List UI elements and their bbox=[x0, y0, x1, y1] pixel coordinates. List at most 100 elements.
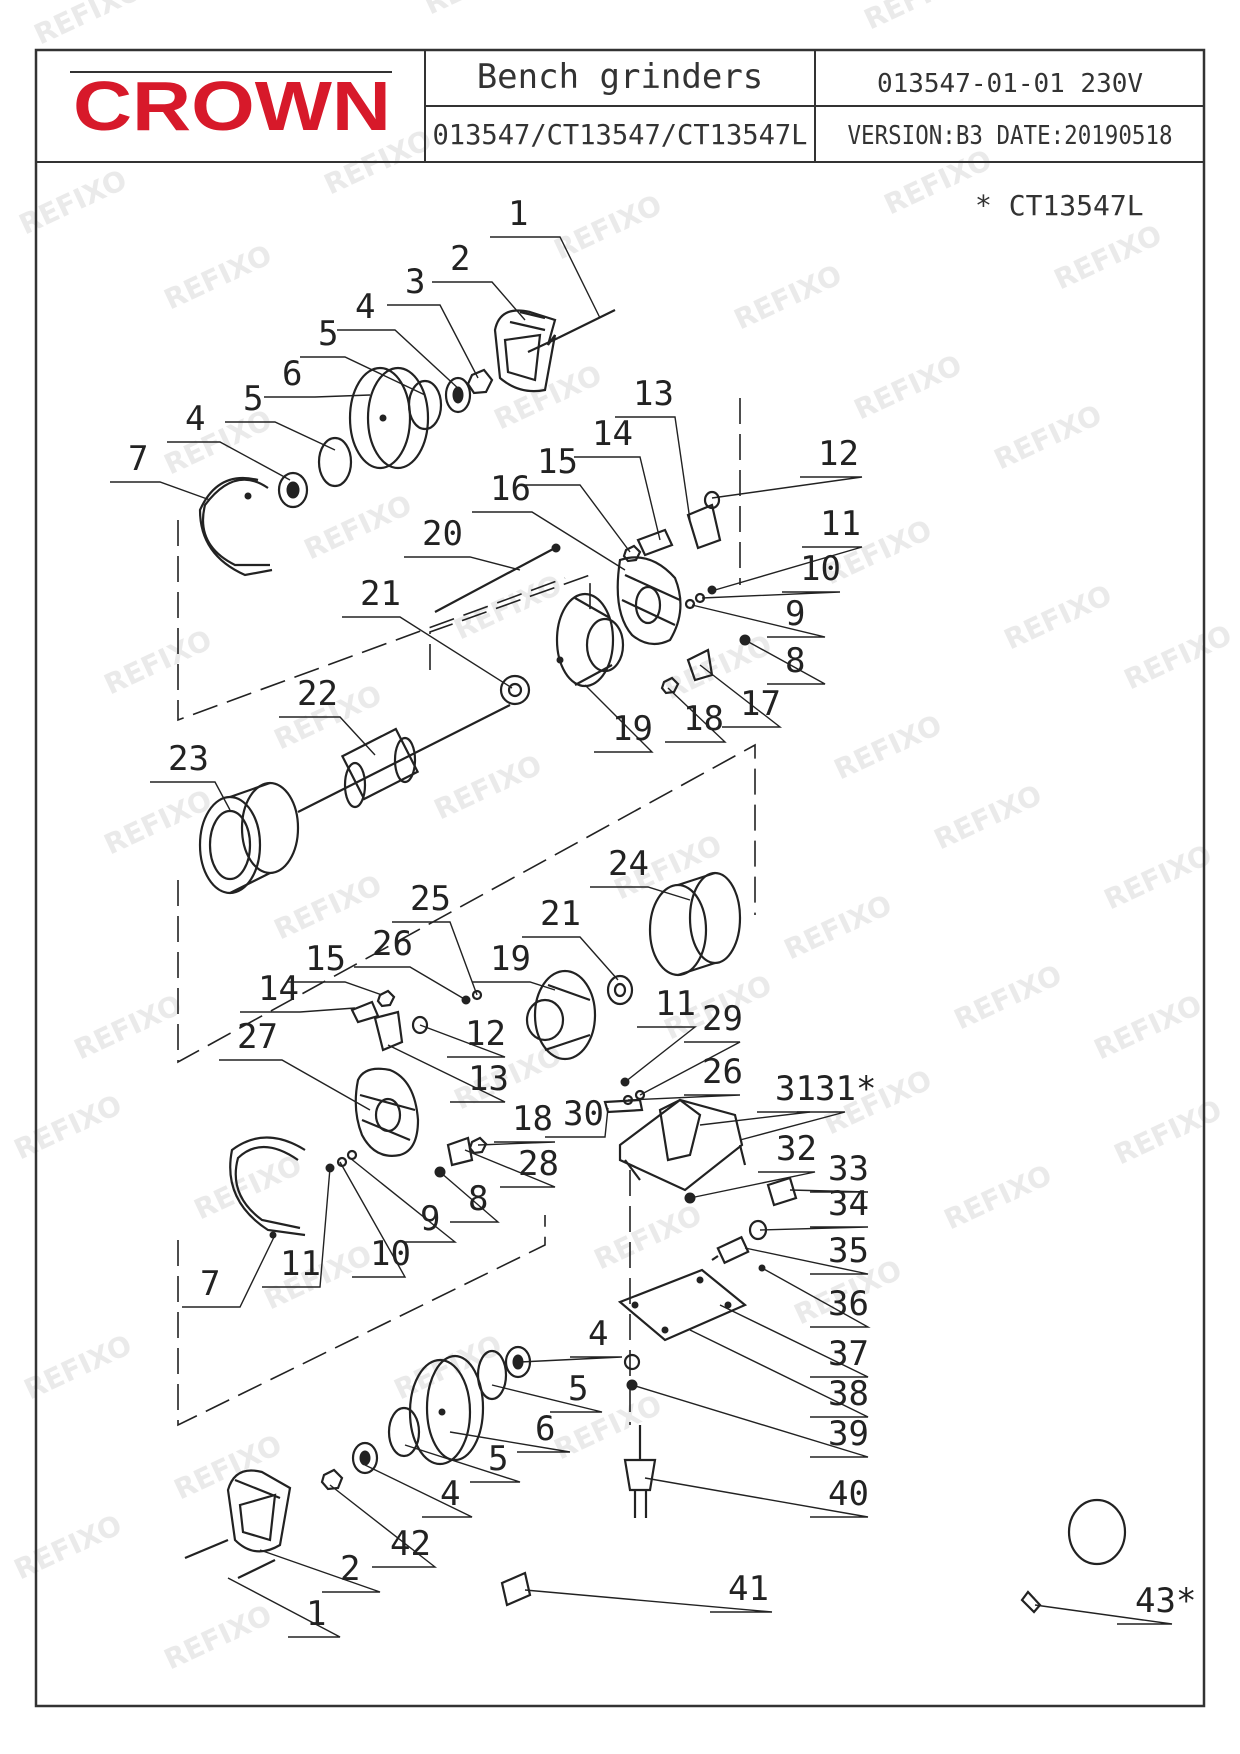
leader-line bbox=[404, 556, 521, 571]
part-nut bbox=[466, 368, 494, 395]
callout-41: 41 bbox=[728, 1569, 769, 1609]
watermark: REFIXO bbox=[1109, 1093, 1227, 1171]
part-bracket bbox=[636, 528, 674, 557]
part-grinding-wheel bbox=[348, 366, 430, 470]
leader-line bbox=[545, 1107, 609, 1138]
watermark: REFIXO bbox=[929, 778, 1047, 856]
part-screw bbox=[237, 1559, 276, 1579]
callout-17: 17 bbox=[740, 684, 781, 724]
watermark: REFIXO bbox=[9, 1508, 127, 1586]
part-end-cover bbox=[555, 592, 625, 688]
callout-29: 29 bbox=[702, 999, 743, 1039]
leader-line bbox=[522, 936, 619, 981]
leader-line bbox=[714, 546, 863, 591]
callout-1: 1 bbox=[508, 194, 528, 234]
leader-line bbox=[491, 1384, 603, 1413]
leader-line bbox=[167, 441, 291, 481]
callout-21: 21 bbox=[540, 894, 581, 934]
callout-34: 34 bbox=[828, 1184, 869, 1224]
callout-2: 2 bbox=[340, 1549, 360, 1589]
leader-line bbox=[225, 421, 336, 451]
part-knob bbox=[411, 1015, 429, 1035]
callout-4: 4 bbox=[588, 1314, 608, 1354]
leader-line bbox=[519, 484, 631, 553]
callout-43-star: 43* bbox=[1135, 1581, 1196, 1621]
watermark: REFIXO bbox=[939, 1158, 1057, 1236]
part-code: 013547-01-01 230V bbox=[877, 69, 1143, 99]
callout-10: 10 bbox=[370, 1234, 411, 1274]
part-washer bbox=[346, 1149, 358, 1161]
brand-logo: CROWN bbox=[73, 67, 391, 145]
watermark: REFIXO bbox=[449, 568, 567, 646]
callout-30: 30 bbox=[563, 1094, 604, 1134]
leader-lines bbox=[110, 236, 1173, 1638]
leader-line bbox=[574, 456, 661, 541]
part-eye-shield bbox=[686, 503, 722, 550]
leader-line bbox=[627, 1094, 741, 1101]
part-knob bbox=[703, 490, 721, 510]
watermark: REFIXO bbox=[429, 748, 547, 826]
watermark: REFIXO bbox=[1089, 988, 1207, 1066]
callout-23: 23 bbox=[168, 739, 209, 779]
watermark: REFIXO bbox=[1119, 618, 1237, 696]
callout-12: 12 bbox=[818, 434, 859, 474]
part-nut bbox=[320, 1468, 344, 1491]
leader-line bbox=[719, 1304, 869, 1378]
leader-line bbox=[615, 416, 691, 521]
leader-line bbox=[432, 281, 526, 321]
callout-25: 25 bbox=[410, 879, 451, 919]
callout-40: 40 bbox=[828, 1474, 869, 1514]
leader-line bbox=[631, 1384, 869, 1458]
watermark: REFIXO bbox=[1049, 218, 1167, 296]
part-nut bbox=[376, 989, 396, 1008]
part-bearing bbox=[499, 674, 531, 706]
leader-line bbox=[744, 1247, 869, 1275]
watermark: REFIXO bbox=[269, 868, 387, 946]
callout-6: 6 bbox=[535, 1409, 555, 1449]
leader-line bbox=[490, 236, 601, 319]
callout-4: 4 bbox=[185, 399, 205, 439]
part-wheel-guard bbox=[226, 1469, 292, 1553]
leader-line bbox=[477, 1141, 556, 1146]
callout-26: 26 bbox=[372, 924, 413, 964]
leader-line bbox=[354, 966, 467, 1001]
leader-line bbox=[639, 1041, 741, 1096]
callout-31-star: 31* bbox=[815, 1069, 876, 1109]
callout-13: 13 bbox=[633, 374, 674, 414]
part-motor-housing bbox=[648, 871, 742, 977]
callout-11: 11 bbox=[820, 504, 861, 544]
leader-line bbox=[349, 1157, 457, 1243]
leader-line bbox=[761, 1267, 871, 1328]
watermark: REFIXO bbox=[159, 1598, 277, 1676]
watermark: REFIXO bbox=[389, 1328, 507, 1406]
leader-line bbox=[699, 1111, 811, 1126]
part-switch bbox=[766, 1176, 798, 1207]
part-cover-band bbox=[198, 476, 273, 577]
watermark: REFIXO bbox=[849, 348, 967, 426]
assembly-line bbox=[177, 1215, 546, 1427]
leader-line bbox=[590, 886, 691, 901]
leader-line bbox=[150, 781, 231, 811]
leader-line bbox=[329, 1484, 438, 1568]
callout-10: 10 bbox=[800, 549, 841, 589]
assembly-line bbox=[177, 743, 756, 1064]
callout-33: 33 bbox=[828, 1149, 869, 1189]
part-base-plate bbox=[617, 1268, 748, 1342]
leader-line bbox=[392, 921, 478, 996]
watermark: REFIXO bbox=[549, 1388, 667, 1466]
part-paper-washer bbox=[317, 436, 353, 488]
assembly-line bbox=[429, 573, 591, 670]
leader-line bbox=[524, 1589, 773, 1613]
model-numbers: 013547/CT13547/CT13547L bbox=[433, 118, 808, 151]
callout-37: 37 bbox=[828, 1334, 869, 1374]
watermark: REFIXO bbox=[859, 0, 977, 36]
callout-15: 15 bbox=[305, 939, 346, 979]
watermark: REFIXO bbox=[949, 958, 1067, 1036]
watermark: REFIXO bbox=[29, 0, 147, 51]
leader-line bbox=[744, 639, 826, 685]
callout-12: 12 bbox=[465, 1014, 506, 1054]
leader-line bbox=[519, 1356, 623, 1363]
leader-line bbox=[337, 329, 461, 391]
leader-line bbox=[240, 1007, 356, 1013]
callout-3: 3 bbox=[405, 262, 425, 302]
